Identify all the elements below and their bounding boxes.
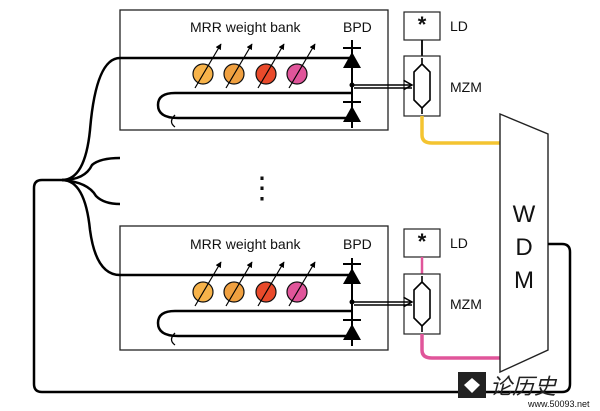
feedback-waveguide [32, 178, 572, 394]
bpd-label: BPD [343, 236, 372, 252]
tuning-arrow-1 [194, 43, 222, 89]
balanced-photodetector [343, 40, 361, 128]
tuning-arrow-3 [257, 261, 285, 307]
yellow-output-waveguide [420, 116, 500, 145]
photodiode-lower [343, 324, 361, 340]
bpd-label: BPD [343, 19, 372, 35]
watermark: 论历史 www.50093.net [458, 372, 590, 409]
weight-bank-bottom: MRR weight bank BPD [119, 225, 389, 351]
weight-bank-frame [119, 9, 389, 131]
laser-star-icon: * [418, 229, 427, 254]
photodiode-lower [343, 106, 361, 122]
wdm-trapezoid [499, 112, 549, 374]
laser-diode-box [403, 11, 441, 41]
microring-resonators [192, 281, 308, 303]
weight-bank-title: MRR weight bank [190, 19, 301, 35]
split-branch-lower [61, 178, 121, 206]
wdm-letter-m: M [514, 267, 534, 294]
loop-arrow [170, 114, 176, 128]
weight-bank-title: MRR weight bank [190, 236, 301, 252]
tuning-arrows [194, 261, 316, 307]
split-to-top [61, 56, 121, 182]
laser-diode-box [403, 228, 441, 258]
mzm-label: MZM [450, 79, 482, 95]
watermark-text: 论历史 [490, 374, 558, 399]
split-branch-upper [61, 156, 121, 182]
tuning-arrow-1 [194, 261, 222, 307]
balanced-photodetector [343, 258, 361, 346]
loop-arrow [170, 332, 176, 346]
weight-bank-frame [119, 225, 389, 351]
ld-label: LD [450, 18, 468, 34]
laser-modulator-bottom: * LD MZM [354, 228, 500, 360]
photodiode-upper [343, 52, 361, 68]
feedback-bus [32, 56, 572, 394]
ld-label: LD [450, 235, 468, 251]
pink-output-waveguide [420, 334, 500, 360]
wdm-multiplexer: W D M [499, 112, 549, 374]
photodiode-upper [343, 268, 361, 284]
weight-bank-top: MRR weight bank BPD [119, 9, 389, 131]
laser-star-icon: * [418, 12, 427, 37]
through-waveguide [156, 309, 352, 338]
split-to-bottom [61, 178, 121, 277]
tuning-arrow-2 [225, 261, 253, 307]
tuning-arrow-2 [225, 43, 253, 89]
tuning-arrow-3 [257, 43, 285, 89]
ellipsis-dots: ⋮ [247, 172, 277, 205]
laser-modulator-top: * LD MZM [354, 11, 500, 145]
wdm-letter-d: D [515, 234, 532, 261]
through-waveguide [156, 91, 352, 120]
tuning-arrow-4 [288, 261, 316, 307]
tuning-arrow-4 [288, 43, 316, 89]
mzm-label: MZM [450, 296, 482, 312]
wdm-letter-w: W [513, 201, 536, 228]
tuning-arrows [194, 43, 316, 89]
microring-resonators [192, 63, 308, 85]
watermark-url: www.50093.net [527, 399, 590, 409]
